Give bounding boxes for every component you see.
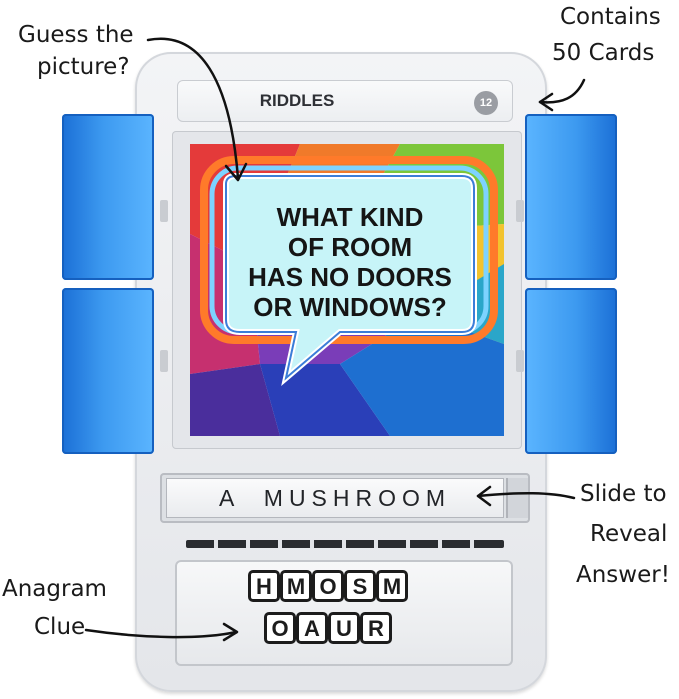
annotation-anagram-line-2: Clue [34, 614, 86, 640]
anagram-tile: U [328, 612, 360, 644]
anagram-tile: O [264, 612, 296, 644]
anagram-tile: M [376, 570, 408, 602]
answer-slider[interactable] [166, 478, 504, 518]
annotation-contains-line-1: Contains [560, 4, 661, 30]
left-hinge-bottom [160, 350, 168, 372]
riddle-line-3: HAS NO DOORS [248, 262, 452, 292]
annotation-anagram-line-1: Anagram [2, 576, 107, 602]
guess-arrow [146, 37, 240, 180]
category-title: RIDDLES [259, 91, 335, 110]
riddle-line-2: OF ROOM [288, 232, 412, 262]
annotation-guess-line-2: picture? [37, 54, 130, 80]
card-number-badge: 12 [474, 91, 498, 115]
annotation-contains-line-2: 50 Cards [552, 40, 655, 66]
category-header [177, 80, 513, 122]
riddle-line-4: OR WINDOWS? [253, 292, 447, 322]
right-door-top[interactable] [525, 114, 617, 280]
slider-handle[interactable] [506, 478, 528, 518]
slide-arrow [476, 491, 576, 500]
left-door-top[interactable] [62, 114, 154, 280]
answer-text: A MUSHROOM [218, 485, 452, 511]
vent-slots [186, 540, 504, 548]
anagram-tile: A [296, 612, 328, 644]
annotation-guess-line-1: Guess the [18, 22, 134, 48]
contains-arrow [538, 78, 586, 104]
right-door-bottom[interactable] [525, 288, 617, 454]
anagram-tile: O [312, 570, 344, 602]
left-hinge-top [160, 200, 168, 222]
anagram-tile: R [360, 612, 392, 644]
right-hinge-bottom [516, 350, 524, 372]
anagram-tile: M [280, 570, 312, 602]
annotation-slide-line-1: Slide to [580, 481, 667, 507]
annotation-slide-line-2: Reveal [590, 521, 668, 547]
anagram-tile: S [344, 570, 376, 602]
anagram-arrow [84, 628, 238, 639]
riddle-card-art: WHAT KIND OF ROOM HAS NO DOORS OR WINDOW… [190, 144, 504, 436]
annotation-slide-line-3: Answer! [576, 562, 670, 588]
anagram-tile: H [248, 570, 280, 602]
left-door-bottom[interactable] [62, 288, 154, 454]
riddle-card: WHAT KIND OF ROOM HAS NO DOORS OR WINDOW… [190, 144, 504, 436]
riddle-line-1: WHAT KIND [277, 202, 424, 232]
right-hinge-top [516, 200, 524, 222]
